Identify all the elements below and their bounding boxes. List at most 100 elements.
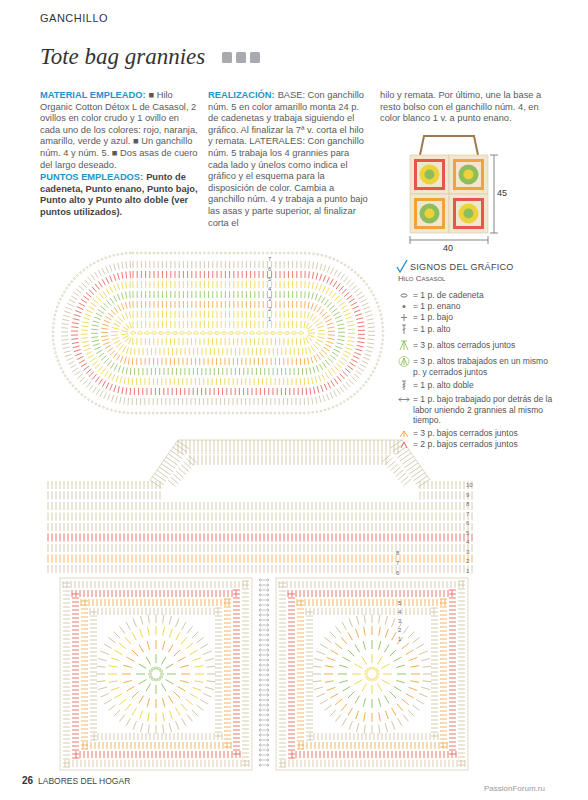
stitch-dot	[282, 412, 284, 414]
stitch-mark	[320, 309, 325, 314]
stitch-mark	[357, 322, 364, 323]
stitch-mark	[100, 502, 101, 510]
stitch-mark	[145, 281, 146, 288]
stitch-mark	[68, 513, 69, 521]
stitch-mark	[155, 388, 156, 395]
stitch-mark	[346, 455, 347, 465]
stitch-mark	[259, 261, 260, 268]
stitch-mark	[205, 388, 206, 395]
stitch-mark	[250, 261, 251, 268]
stitch-mark	[176, 388, 177, 395]
stitch-mark	[302, 455, 303, 465]
stitch-mark	[384, 544, 385, 552]
stitch-dot	[64, 375, 66, 377]
stitch-mark	[300, 358, 301, 365]
stitch-mark	[79, 303, 85, 306]
stitch-mark	[112, 481, 113, 489]
stitch-mark	[247, 368, 248, 375]
stitch-mark	[436, 513, 437, 521]
stitch-mark	[267, 321, 268, 328]
stitch-mark	[344, 351, 350, 354]
stitch-mark	[316, 273, 318, 280]
stitch-mark	[92, 523, 93, 531]
stitch-mark	[86, 382, 91, 387]
stitch-mark	[448, 513, 449, 521]
stitch-dot	[81, 394, 83, 396]
stitch-mark	[84, 492, 85, 500]
stitch-mark	[196, 502, 197, 510]
stitch-mark	[226, 368, 227, 375]
stitch-mark	[365, 311, 372, 313]
stitch-mark	[238, 440, 239, 454]
stitch-mark	[346, 382, 351, 387]
stitch-mark	[384, 502, 385, 510]
stitch-mark	[368, 335, 375, 336]
stitch-mark	[339, 302, 345, 306]
stitch-mark	[243, 368, 244, 375]
stitch-mark	[432, 544, 433, 552]
stitch-mark	[246, 440, 247, 454]
stitch-mark	[246, 321, 247, 328]
stitch-mark	[390, 464, 398, 471]
stitch-mark	[156, 492, 157, 500]
stitch-mark	[196, 291, 197, 298]
stitch-dot	[84, 396, 86, 398]
stitch-mark	[338, 440, 339, 454]
stitch-dot	[360, 388, 362, 390]
stitch-mark	[428, 492, 429, 500]
stitch-mark	[118, 366, 120, 373]
stitch-mark	[310, 367, 311, 374]
stitch-mark	[400, 523, 401, 531]
stitch-mark	[212, 378, 213, 385]
stitch-mark	[113, 353, 117, 358]
stitch-mark	[77, 356, 83, 359]
stitch-mark	[333, 312, 339, 315]
stitch-mark	[259, 281, 260, 288]
chain-stitch	[243, 332, 248, 335]
stitch-dot	[141, 252, 143, 254]
stitch-mark	[392, 502, 393, 510]
stitch-mark	[93, 299, 98, 304]
stitch-mark	[254, 455, 255, 465]
stitch-mark	[136, 378, 137, 385]
stitch-mark	[158, 301, 159, 308]
stitch-mark	[280, 291, 281, 298]
stitch-mark	[300, 338, 301, 345]
stitch-mark	[72, 481, 73, 489]
stitch-mark	[178, 440, 179, 454]
stitch-mark	[343, 277, 347, 282]
stitch-mark	[159, 348, 160, 355]
stitch-mark	[332, 502, 333, 510]
stitch-mark	[178, 378, 179, 385]
stitch-mark	[334, 440, 335, 454]
stitch-mark	[330, 355, 335, 359]
stitch-mark	[352, 534, 353, 542]
stitch-mark	[48, 534, 49, 542]
stitch-mark	[343, 384, 347, 390]
stitch-mark	[85, 314, 92, 317]
stitch-dot	[99, 405, 101, 407]
stitch-mark	[316, 365, 319, 371]
stitch-mark	[344, 534, 345, 542]
stitch-mark	[170, 378, 171, 385]
stitch-mark	[360, 523, 361, 531]
stitch-dot	[56, 356, 58, 358]
stitch-dot	[381, 347, 383, 349]
stitch-mark	[288, 534, 289, 542]
stitch-mark	[224, 378, 225, 385]
stitch-mark	[358, 330, 365, 331]
stitch-dot	[135, 412, 137, 414]
stitch-mark	[368, 523, 369, 531]
stitch-mark	[344, 523, 345, 531]
stitch-mark	[388, 513, 389, 521]
stitch-mark	[319, 364, 322, 370]
stitch-mark	[100, 391, 103, 397]
stitch-dot	[93, 262, 95, 264]
stitch-mark	[388, 502, 389, 510]
stitch-mark	[141, 321, 142, 328]
stitch-mark	[408, 544, 409, 552]
stitch-mark	[204, 291, 205, 298]
stitch-mark	[404, 544, 405, 552]
stitch-mark	[464, 502, 465, 510]
stitch-mark	[153, 358, 154, 365]
